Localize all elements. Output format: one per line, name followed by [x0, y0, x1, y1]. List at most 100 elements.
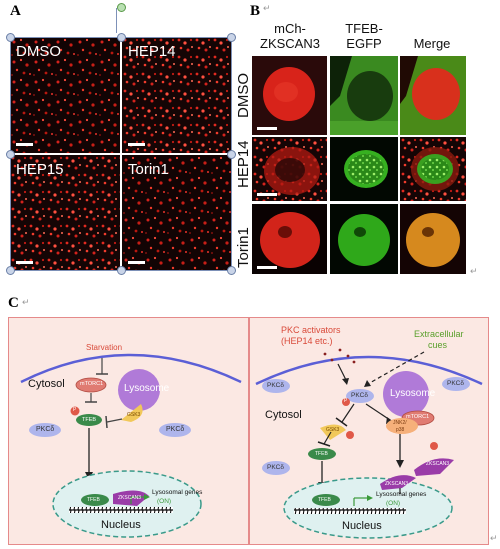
paragraph-mark: ↵	[263, 3, 271, 13]
row-label-torin1: Torin1	[235, 227, 252, 268]
resize-handle[interactable]	[6, 150, 15, 159]
model-right-box: PKC activators (HEP14 etc.) Extracellula…	[249, 317, 489, 545]
activator-dot	[338, 348, 342, 352]
cytosol-label: Cytosol	[28, 378, 65, 390]
mtorc1-label: mTORC1	[80, 381, 104, 387]
pkc-label: PKCδ	[267, 382, 284, 389]
micrograph-dmso-tfeb	[330, 56, 398, 135]
micrograph-hep14	[122, 37, 232, 153]
dna-icon	[294, 508, 406, 514]
arrowhead	[364, 380, 371, 387]
selection-frame[interactable]	[10, 37, 232, 271]
column-header-merge: Merge	[413, 36, 451, 51]
extracellular-cues-label: cues	[428, 340, 448, 350]
micrograph-torin1-tfeb	[330, 204, 398, 274]
on-label: (ON)	[386, 500, 401, 507]
micrograph-hep14-mch	[252, 137, 327, 201]
micrograph-dmso-merge	[400, 56, 466, 135]
gsk3-label: GSK3	[127, 412, 141, 418]
activator-dot	[330, 358, 334, 362]
phospho-icon	[346, 431, 354, 439]
phospho-icon	[430, 442, 438, 450]
gsk3-icon	[121, 404, 143, 422]
inhibit-bar	[317, 441, 331, 447]
zkscan3-nucleus-label: ZKSCAN3	[385, 481, 409, 487]
phospho-label: P	[344, 398, 348, 404]
tile-label: Torin1	[128, 161, 169, 178]
header-line: ZKSCAN3	[260, 36, 320, 51]
header-line: TFEB-	[345, 21, 383, 36]
micrograph-hep15	[10, 155, 120, 271]
micrograph-hep14-tfeb	[330, 137, 398, 201]
pkc-label: PKCδ	[36, 426, 55, 433]
pkc-icon	[159, 423, 191, 437]
nucleus-label: Nucleus	[101, 519, 141, 531]
inhibit-bar	[105, 415, 108, 429]
inhibit-bar	[335, 417, 348, 427]
scale-bar	[257, 127, 277, 130]
zkscan3-icon	[414, 458, 454, 476]
inhibit-line	[106, 418, 123, 423]
rotate-stem	[116, 8, 117, 33]
resize-handle[interactable]	[6, 266, 15, 275]
panel-a-letter: A	[10, 3, 21, 19]
pkc-activators-label: PKC activators	[281, 325, 341, 335]
activation-arrow	[365, 403, 391, 421]
activation-arrow	[337, 363, 347, 381]
model-left-box: Starvation Cytosol mTORC1 Lysosome GSK3 …	[8, 317, 249, 545]
header-line: EGFP	[346, 36, 382, 51]
resize-handle[interactable]	[227, 33, 236, 42]
mtorc1-label: mTORC1	[406, 414, 430, 420]
header-line: mCh-	[274, 21, 306, 36]
arrowhead	[367, 495, 373, 501]
lysosomal-genes-label: Lysosomal genes	[376, 491, 427, 498]
row-label-dmso: DMSO	[235, 73, 252, 118]
gsk3-label: GSK3	[326, 427, 340, 433]
lysosome-label: Lysosome	[390, 388, 436, 399]
mtorc1-icon	[75, 377, 107, 393]
scale-bar	[128, 261, 145, 264]
panel-a-tile-dmso: DMSO	[10, 37, 120, 153]
resize-handle[interactable]	[227, 150, 236, 159]
rotate-handle[interactable]	[117, 3, 126, 12]
tile-label: HEP14	[128, 43, 176, 60]
lysosome-label: Lysosome	[124, 383, 170, 394]
tfeb-nucleus-label: TFEB	[318, 497, 331, 503]
zkscan3-label: ZKSCAN3	[118, 495, 142, 501]
paragraph-mark: ↵	[22, 297, 30, 307]
pkc-label: PKCδ	[267, 464, 284, 471]
panel-c-letter: C	[8, 295, 19, 311]
pkc-label: PKCδ	[166, 426, 185, 433]
panel-a-tile-torin1: Torin1	[122, 155, 232, 271]
plasma-membrane	[20, 353, 242, 384]
zkscan3-icon	[380, 475, 416, 490]
row-label-hep14: HEP14	[235, 140, 252, 188]
scale-bar	[257, 193, 277, 196]
resize-handle[interactable]	[117, 266, 126, 275]
arrowhead	[342, 378, 349, 385]
extracellular-label: Extracellular	[414, 329, 464, 339]
inhibit-line	[323, 431, 332, 445]
pkc-icon	[29, 423, 61, 437]
panel-b-letter: B	[250, 3, 261, 19]
micrograph-dmso	[10, 37, 120, 153]
phospho-label: P	[73, 407, 77, 413]
micrograph-torin1-merge	[400, 204, 466, 274]
plasma-membrane	[255, 355, 483, 386]
resize-handle[interactable]	[117, 33, 126, 42]
tfeb-icon	[308, 448, 336, 460]
tile-label: HEP15	[16, 161, 64, 178]
column-header-tfeb: TFEB- EGFP	[330, 21, 398, 51]
lysosome-icon	[118, 369, 160, 411]
phospho-icon	[70, 406, 80, 416]
lysosome-icon	[383, 371, 429, 417]
tfeb-nucleus-icon	[81, 494, 109, 506]
pkc-icon	[346, 389, 374, 403]
column-header-mch: mCh- ZKSCAN3	[250, 21, 330, 51]
resize-handle[interactable]	[227, 266, 236, 275]
cytosol-label: Cytosol	[265, 409, 302, 421]
resize-handle[interactable]	[6, 33, 15, 42]
tile-label: DMSO	[16, 43, 61, 60]
pkc-label: PKCδ	[447, 380, 464, 387]
micrograph-hep14-merge	[400, 137, 466, 201]
